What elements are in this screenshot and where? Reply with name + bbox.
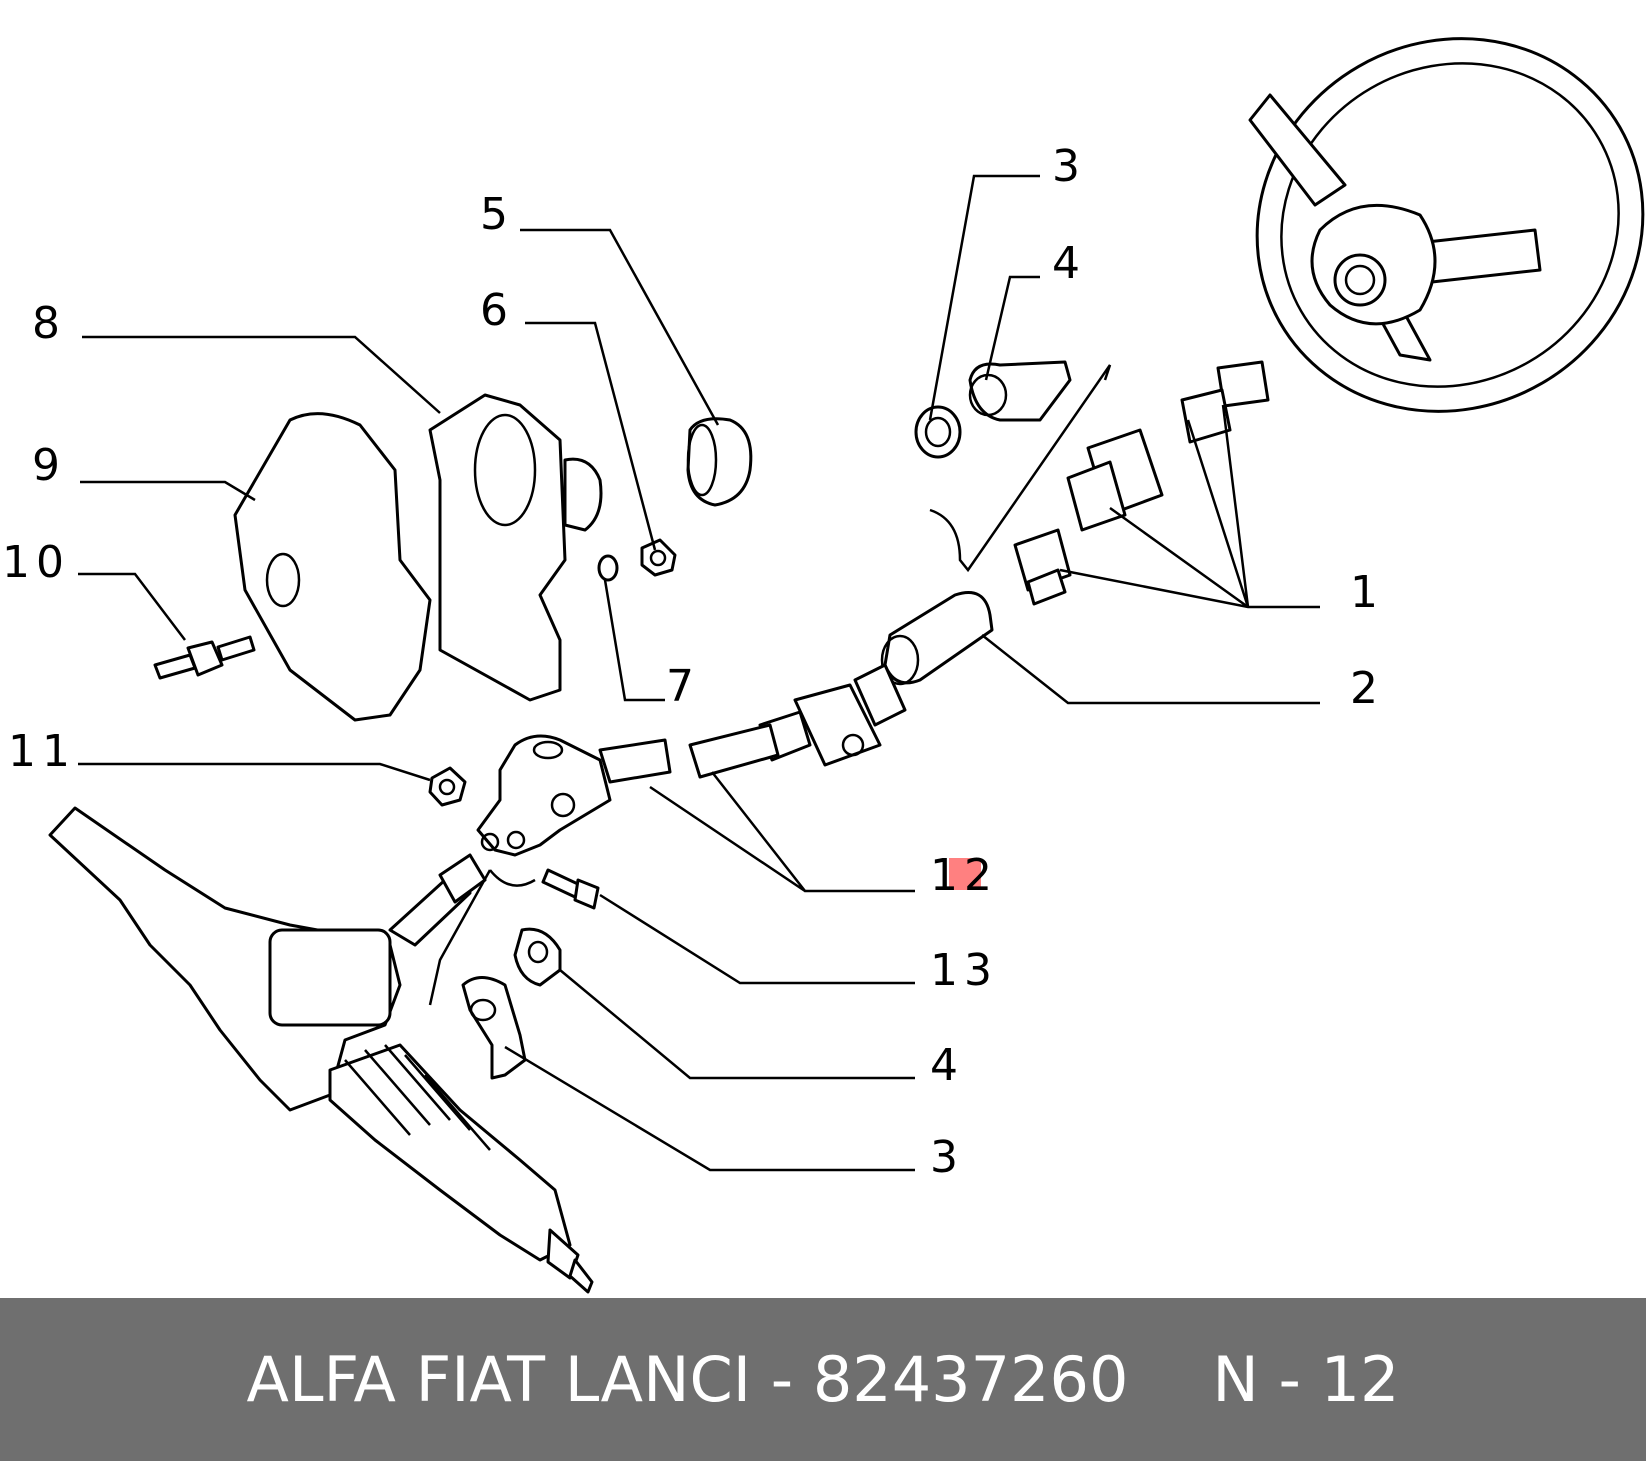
bolt-13 bbox=[541, 868, 600, 910]
steering-rack bbox=[48, 806, 594, 1294]
stud-10 bbox=[153, 635, 256, 680]
upper-clamp bbox=[914, 360, 1072, 459]
upper-shaft-assembly bbox=[1013, 360, 1270, 606]
nut-11 bbox=[428, 766, 467, 807]
washer-7 bbox=[597, 554, 619, 582]
nut-6 bbox=[640, 538, 677, 577]
part-number-label: ALFA FIAT LANCI - 82437260 bbox=[246, 1343, 1129, 1416]
callout-8: 8 bbox=[32, 298, 66, 349]
callout-11: 11 bbox=[8, 726, 76, 777]
footer-bar: ALFA FIAT LANCI - 82437260 N - 12 bbox=[0, 1298, 1646, 1461]
callout-7: 7 bbox=[666, 661, 700, 712]
callout-4-top: 4 bbox=[1052, 238, 1086, 289]
footer-caption: ALFA FIAT LANCI - 82437260 N - 12 bbox=[247, 1343, 1400, 1416]
steering-wheel bbox=[1248, 37, 1645, 413]
intermediate-shaft bbox=[476, 663, 907, 857]
callout-12: 12 bbox=[930, 850, 998, 901]
callout-9: 9 bbox=[32, 440, 66, 491]
page-reference-label: N - 12 bbox=[1212, 1343, 1400, 1416]
callout-3-bottom: 3 bbox=[930, 1132, 964, 1183]
dust-boot bbox=[686, 417, 753, 507]
callout-6: 6 bbox=[480, 285, 514, 336]
callout-13: 13 bbox=[930, 945, 998, 996]
callout-4-bottom: 4 bbox=[930, 1040, 964, 1091]
bracket-8 bbox=[428, 393, 603, 702]
sleeve bbox=[883, 591, 994, 685]
highlight-marker bbox=[949, 858, 981, 890]
callout-10: 10 bbox=[2, 537, 70, 588]
leader-lines bbox=[78, 174, 1320, 1172]
callout-1: 1 bbox=[1350, 567, 1384, 618]
callout-5: 5 bbox=[480, 189, 514, 240]
lower-clamp bbox=[461, 927, 562, 1080]
exploded-parts-diagram: 1 2 3 4 5 6 7 8 9 10 11 12 13 4 3 bbox=[2, 37, 1645, 1294]
cover-9 bbox=[233, 412, 432, 722]
callout-3-top: 3 bbox=[1052, 141, 1086, 192]
callout-2: 2 bbox=[1350, 663, 1384, 714]
